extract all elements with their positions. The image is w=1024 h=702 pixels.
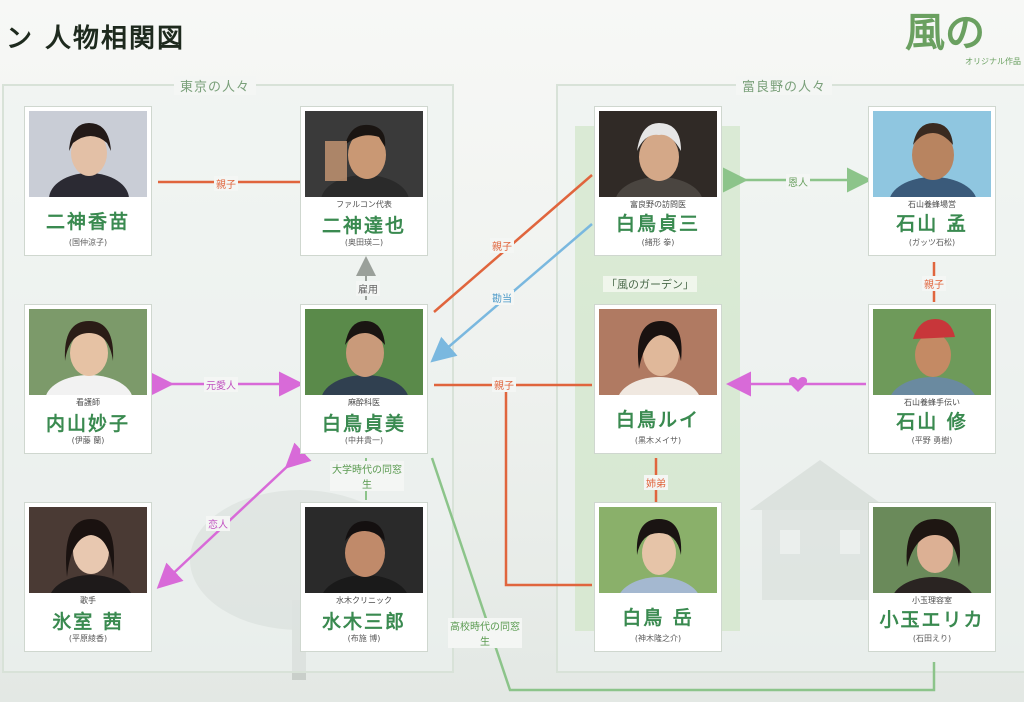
label-oyako-right: 親子 — [922, 276, 946, 291]
person-card-ishiyama-takeshi: 石山養蜂場営 石山 孟 (ガッツ石松) — [868, 106, 996, 256]
actor-name: (神木隆之介) — [634, 634, 682, 643]
portrait-photo — [599, 111, 717, 197]
portrait-photo — [305, 111, 423, 197]
label-oyako-top: 親子 — [214, 176, 238, 191]
label-koko: 高校時代の同窓生 — [448, 618, 522, 648]
person-card-shiratori-sadami: 麻酔科医 白鳥貞美 (中井貴一) — [300, 304, 428, 454]
actor-name: (中井貴一) — [344, 436, 384, 445]
portrait-photo — [873, 309, 991, 395]
actor-name: (伊藤 蘭) — [71, 436, 105, 445]
person-card-kodama-erika: 小玉理容室 小玉エリカ (石田えり) — [868, 502, 996, 652]
label-koyo: 雇用 — [356, 281, 380, 296]
person-card-mikami-kanae: 二神香苗 (国仲涼子) — [24, 106, 152, 256]
actor-name: (国仲涼子) — [68, 238, 108, 247]
line-kandou — [430, 223, 593, 363]
person-name: 氷室 茜 — [52, 611, 124, 633]
portrait-photo — [599, 507, 717, 593]
page-title: ン 人物相関図 — [6, 24, 186, 54]
person-name: 内山妙子 — [45, 413, 130, 435]
person-card-shiratori-rui: 白鳥ルイ (黒木メイサ) — [594, 304, 722, 454]
actor-name: (ガッツ石松) — [908, 238, 956, 247]
person-card-ishiyama-osamu: 石山養蜂手伝い 石山 修 (平野 勇樹) — [868, 304, 996, 454]
portrait-photo — [305, 309, 423, 395]
label-kyodai: 姉弟 — [644, 475, 668, 490]
actor-name: (布施 博) — [347, 634, 381, 643]
logo-subtitle: オリジナル作品 — [965, 57, 1021, 66]
heart-icon — [788, 377, 808, 392]
label-oyako-mid: 親子 — [492, 377, 516, 392]
actor-name: (緒形 拳) — [641, 238, 675, 247]
line-koko — [430, 457, 936, 692]
portrait-photo — [29, 507, 147, 593]
person-name: 石山 修 — [896, 411, 968, 433]
person-name: 二神達也 — [321, 215, 406, 237]
person-name: 白鳥貞美 — [321, 413, 406, 435]
person-name: 小玉エリカ — [879, 609, 985, 631]
line-oyako-gaku — [504, 385, 592, 587]
group-label-tokyo: 東京の人々 — [174, 76, 257, 95]
label-moto-koibito: 元愛人 — [204, 377, 238, 392]
actor-name: (石田えり) — [912, 634, 952, 643]
person-name: 石山 孟 — [896, 213, 968, 235]
person-card-himuro-akane: 歌手 氷室 茜 (平原綾香) — [24, 502, 152, 652]
label-daigaku: 大学時代の同窓生 — [330, 461, 404, 491]
label-kandou: 勘当 — [490, 290, 514, 305]
label-koibito: 恋人 — [206, 516, 230, 531]
actor-name: (奥田瑛二) — [344, 238, 384, 247]
actor-name: (平野 勇樹) — [911, 436, 953, 445]
person-name: 白鳥ルイ — [615, 409, 700, 431]
group-label-furano: 富良野の人々 — [736, 76, 833, 95]
portrait-photo — [29, 309, 147, 395]
person-card-mikami-tatsuya: ファルコン代表 二神達也 (奥田瑛二) — [300, 106, 428, 256]
portrait-photo — [599, 309, 717, 395]
portrait-photo — [873, 507, 991, 593]
portrait-photo — [305, 507, 423, 593]
person-name: 二神香苗 — [45, 211, 130, 233]
person-card-uchiyama-taeko: 看護師 内山妙子 (伊藤 蘭) — [24, 304, 152, 454]
person-name: 水木三郎 — [321, 611, 406, 633]
portrait-photo — [29, 111, 147, 197]
person-card-mizuki-saburo: 水木クリニック 水木三郎 (布施 博) — [300, 502, 428, 652]
logo: 風の — [905, 9, 985, 56]
person-name: 白鳥 岳 — [622, 607, 694, 629]
label-oyako-diag: 親子 — [490, 238, 514, 253]
actor-name: (平原綾香) — [68, 634, 108, 643]
person-card-shiratori-teizo: 富良野の訪問医 白鳥貞三 (緒形 拳) — [594, 106, 722, 256]
person-card-shiratori-gaku: 白鳥 岳 (神木隆之介) — [594, 502, 722, 652]
portrait-photo — [873, 111, 991, 197]
actor-name: (黒木メイサ) — [634, 436, 682, 445]
label-onjin: 恩人 — [786, 174, 810, 189]
label-garden: 「風のガーデン」 — [603, 276, 697, 292]
person-name: 白鳥貞三 — [615, 213, 700, 235]
